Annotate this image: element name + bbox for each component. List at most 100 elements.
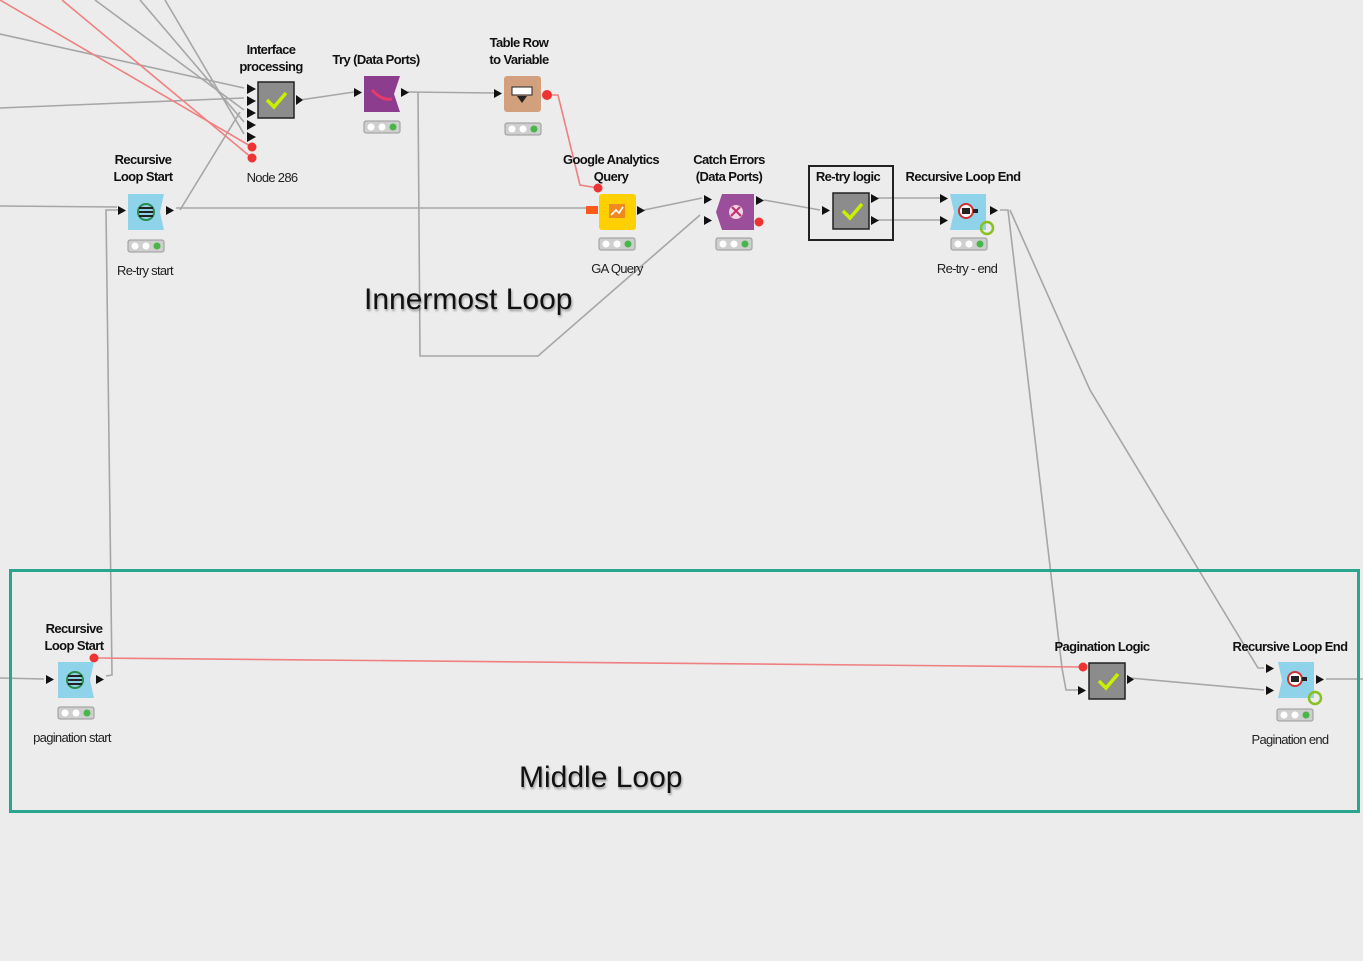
node-label-retry-end[interactable]: Re-try - end xyxy=(936,261,998,276)
node-title-google-analytics-query[interactable]: Google Analytics Query xyxy=(562,152,660,184)
retry-logic-selection-frame xyxy=(808,165,894,241)
input-port[interactable] xyxy=(940,194,948,203)
connection-line[interactable] xyxy=(179,111,241,211)
middle-loop-annotation[interactable]: Middle Loop xyxy=(519,761,683,794)
variable-input-port[interactable] xyxy=(1078,662,1088,672)
output-port[interactable] xyxy=(871,194,879,203)
node-title-table-row-to-variable[interactable]: Table Row to Variable xyxy=(489,35,549,67)
input-port[interactable] xyxy=(1078,686,1086,695)
input-port[interactable] xyxy=(1266,664,1274,673)
try-icon xyxy=(370,88,393,101)
input-port[interactable] xyxy=(940,216,948,225)
connection-line[interactable] xyxy=(0,205,118,208)
node-table-row-to-variable[interactable] xyxy=(494,76,552,136)
node-recursive-loop-end-retry[interactable] xyxy=(940,194,998,251)
output-port[interactable] xyxy=(1316,675,1324,684)
connection-input-port[interactable] xyxy=(586,206,598,214)
connection-line[interactable] xyxy=(1000,209,1078,691)
loop-end-icon xyxy=(1287,671,1307,687)
node-title-recursive-loop-end-retry[interactable]: Recursive Loop End xyxy=(905,169,1021,184)
node-label-interface-processing[interactable]: Node 286 xyxy=(246,170,298,185)
output-port[interactable] xyxy=(637,206,645,215)
metanode-body[interactable] xyxy=(832,192,870,230)
connection-line[interactable] xyxy=(94,0,245,111)
node-recursive-loop-start-pagination[interactable] xyxy=(46,653,104,720)
output-port[interactable] xyxy=(296,95,303,105)
node-label-retry-start[interactable]: Re-try start xyxy=(117,263,174,278)
input-port[interactable] xyxy=(118,206,126,215)
node-label-pagination-end[interactable]: Pagination end xyxy=(1251,732,1330,747)
node-label-ga-query[interactable]: GA Query xyxy=(591,261,643,276)
node-interface-processing[interactable] xyxy=(247,81,303,163)
innermost-loop-annotation[interactable]: Innermost Loop xyxy=(364,283,573,316)
connection-line[interactable] xyxy=(164,0,245,135)
connection-line[interactable] xyxy=(1009,209,1264,669)
node-try[interactable] xyxy=(354,76,409,134)
output-port[interactable] xyxy=(1127,675,1134,684)
metanode-body[interactable] xyxy=(257,81,295,119)
input-port[interactable] xyxy=(46,675,54,684)
node-google-analytics-query[interactable] xyxy=(586,183,645,251)
connection-line[interactable] xyxy=(139,0,245,123)
input-port[interactable] xyxy=(494,89,502,98)
connection-line[interactable] xyxy=(407,91,495,94)
node-status-traffic-light xyxy=(715,237,753,251)
output-port[interactable] xyxy=(756,196,764,205)
node-title-pagination-logic[interactable]: Pagination Logic xyxy=(1054,639,1150,654)
output-port[interactable] xyxy=(401,88,409,97)
variable-output-port[interactable] xyxy=(89,653,99,663)
output-port[interactable] xyxy=(871,216,879,225)
connection-line[interactable] xyxy=(643,197,703,211)
variable-output-port[interactable] xyxy=(542,90,552,100)
node-recursive-loop-start-retry[interactable] xyxy=(118,194,174,253)
input-ports[interactable] xyxy=(247,84,256,142)
connection-line[interactable] xyxy=(105,209,118,677)
node-status-traffic-light xyxy=(57,706,95,720)
connection-line[interactable] xyxy=(1129,677,1265,691)
try-node-body[interactable] xyxy=(364,76,400,112)
middle-loop-annotation-box[interactable] xyxy=(9,569,1360,813)
node-title-retry-logic[interactable]: Re-try logic xyxy=(815,169,881,184)
connection-line[interactable] xyxy=(417,91,701,357)
node-title-recursive-loop-start-retry[interactable]: Recursive Loop Start xyxy=(113,152,174,184)
input-port[interactable] xyxy=(704,195,712,204)
node-title-recursive-loop-end-pagination[interactable]: Recursive Loop End xyxy=(1232,639,1348,654)
node-title-try[interactable]: Try (Data Ports) xyxy=(332,52,420,67)
connection-line[interactable] xyxy=(763,199,821,211)
variable-port[interactable] xyxy=(247,142,257,152)
output-port[interactable] xyxy=(166,206,174,215)
node-pagination-logic[interactable] xyxy=(1078,662,1134,700)
node-title-catch-errors[interactable]: Catch Errors (Data Ports) xyxy=(693,152,765,184)
node-recursive-loop-end-pagination[interactable] xyxy=(1266,662,1324,722)
connection-line[interactable] xyxy=(299,91,355,101)
input-port[interactable] xyxy=(354,88,362,97)
loop-start-icon xyxy=(137,203,155,221)
connection-line[interactable] xyxy=(0,97,245,109)
variable-input-port[interactable] xyxy=(593,183,603,193)
variable-connection-line[interactable] xyxy=(61,0,253,159)
input-port[interactable] xyxy=(704,216,712,225)
input-port[interactable] xyxy=(822,206,830,215)
variable-connection-line[interactable] xyxy=(94,657,1083,668)
variable-port[interactable] xyxy=(247,153,257,163)
output-port[interactable] xyxy=(96,675,104,684)
node-retry-logic[interactable] xyxy=(822,192,879,230)
metanode-body[interactable] xyxy=(1088,662,1126,700)
variable-output-port[interactable] xyxy=(754,217,764,227)
node-label-pagination-start[interactable]: pagination start xyxy=(33,730,111,745)
node-status-traffic-light xyxy=(950,237,988,251)
check-metanode-icon xyxy=(265,91,288,110)
variable-connection-line[interactable] xyxy=(550,94,599,189)
output-port[interactable] xyxy=(990,206,998,215)
check-metanode-icon xyxy=(1097,672,1120,691)
node-status-traffic-light xyxy=(598,237,636,251)
node-title-interface-processing[interactable]: Interface processing xyxy=(239,42,303,74)
loop-end-icon xyxy=(958,203,978,219)
node-title-recursive-loop-start-pagination[interactable]: Recursive Loop Start xyxy=(44,621,105,653)
node-status-traffic-light xyxy=(504,122,542,136)
node-catch-errors[interactable] xyxy=(704,194,764,251)
input-port[interactable] xyxy=(1266,686,1274,695)
variable-connections xyxy=(0,0,1083,668)
connection-line[interactable] xyxy=(0,677,45,680)
